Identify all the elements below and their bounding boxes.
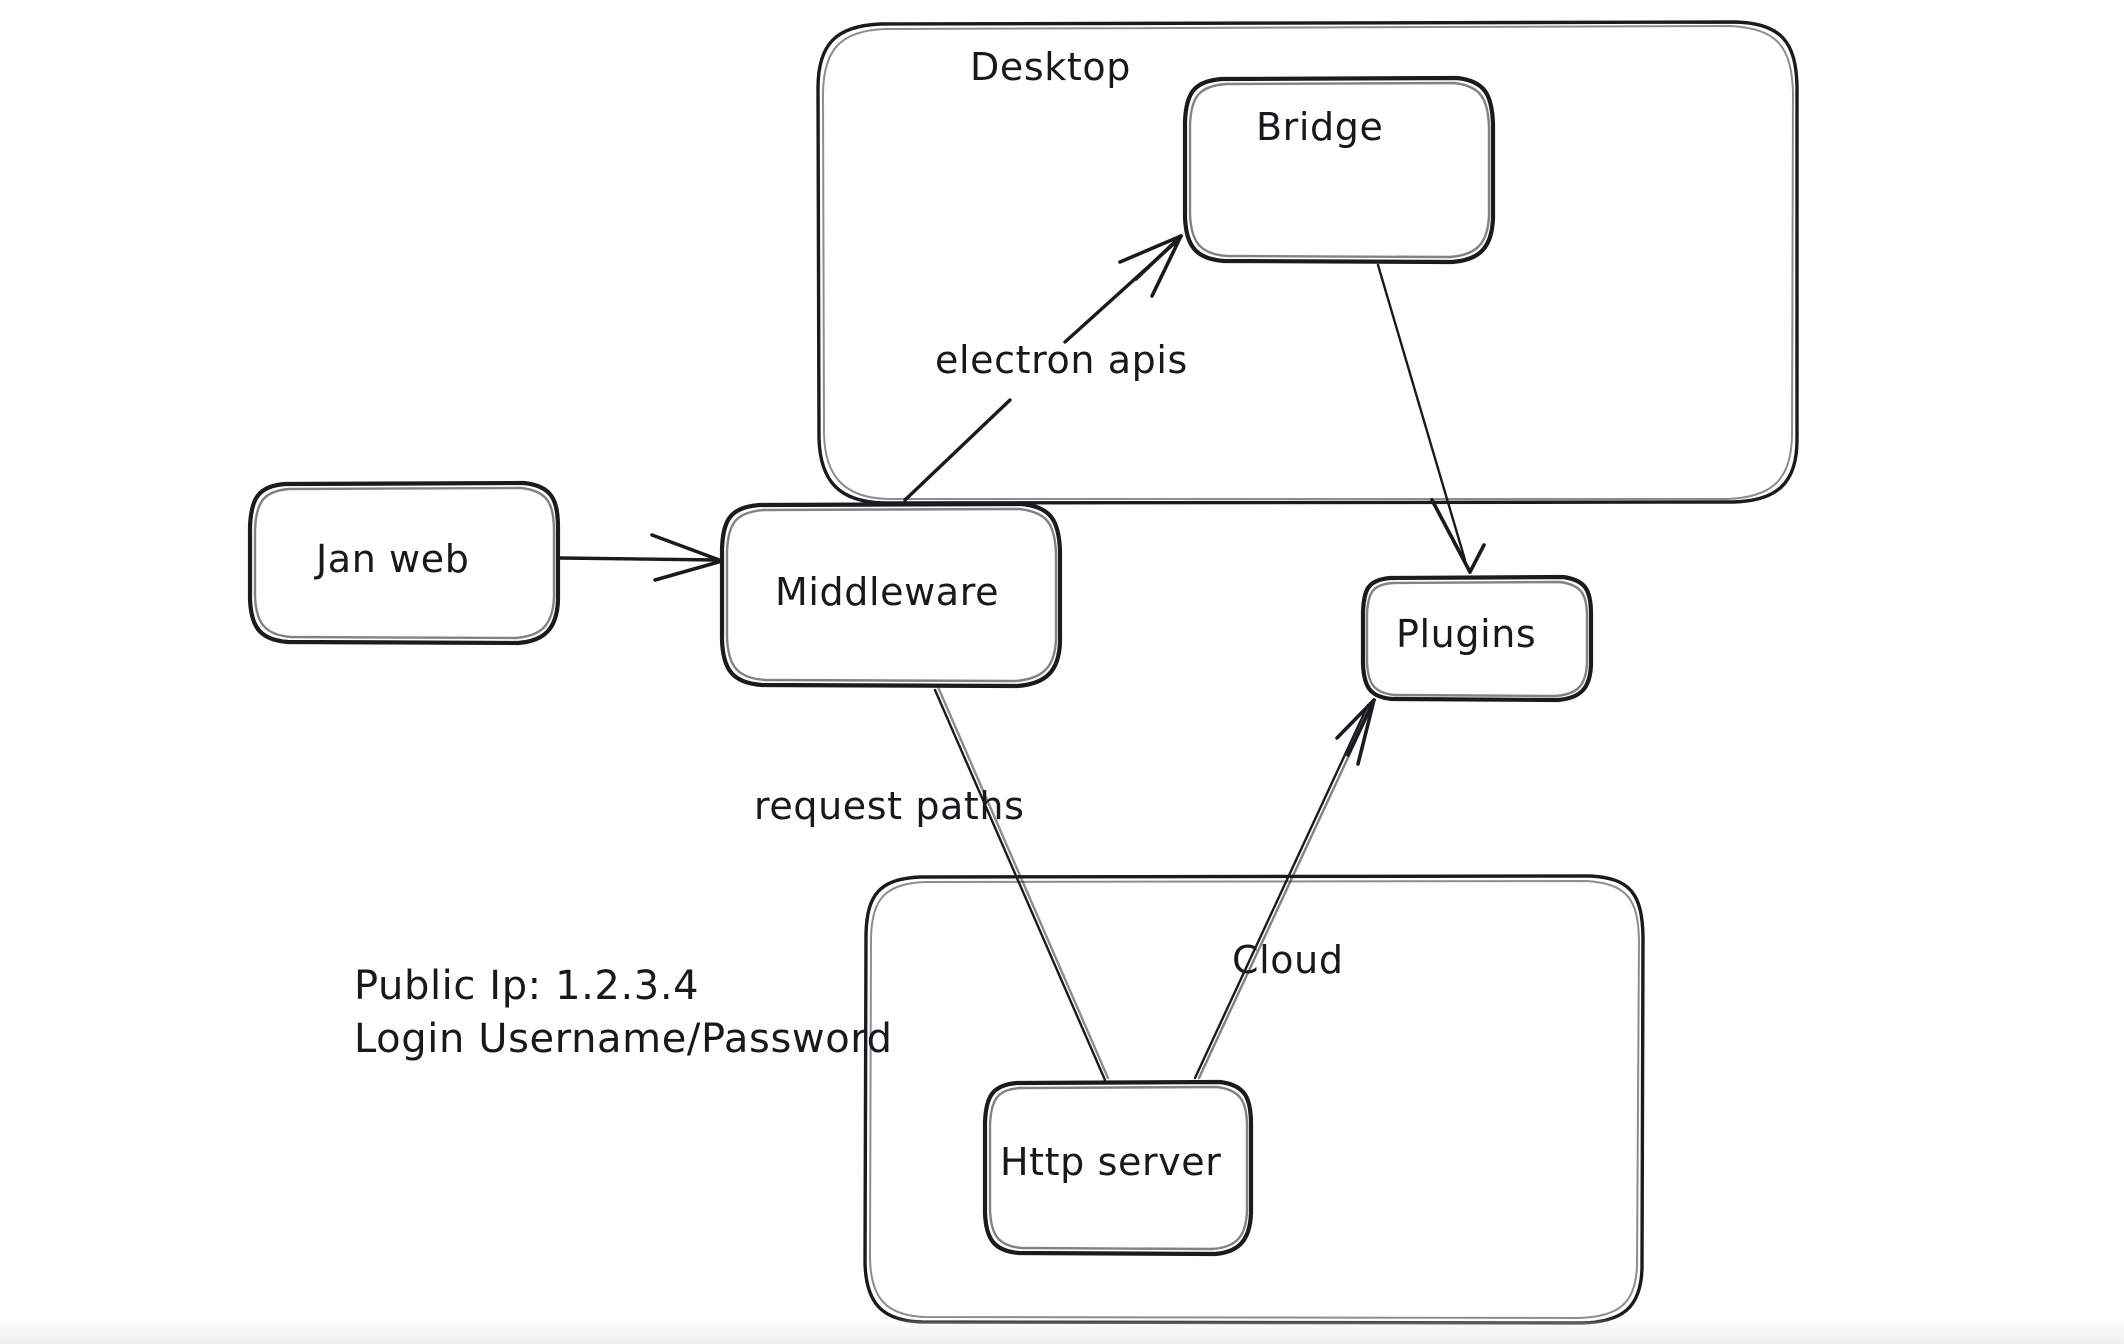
node-jan-web[interactable] <box>247 480 561 646</box>
edge-middleware-to-bridge <box>903 234 1183 502</box>
public-ip-note: Public Ip: 1.2.3.4 Login Username/Passwo… <box>354 962 893 1062</box>
edge-http-to-plugins <box>1193 698 1376 1080</box>
node-label-plugins: Plugins <box>1396 612 1537 656</box>
node-bridge[interactable] <box>1182 75 1496 265</box>
edge-label-request-paths: request paths <box>754 784 1025 828</box>
node-label-bridge: Bridge <box>1256 105 1384 149</box>
edge-bridge-to-plugins <box>1376 263 1486 574</box>
node-label-middleware: Middleware <box>775 570 1000 614</box>
edge-label-electron-apis: electron apis <box>935 338 1188 382</box>
note-line-login: Login Username/Password <box>354 1015 893 1062</box>
edge-janweb-to-middleware <box>558 533 724 582</box>
node-middleware[interactable] <box>719 501 1063 689</box>
note-line-public-ip: Public Ip: 1.2.3.4 <box>354 963 700 1009</box>
node-http-server[interactable] <box>982 1079 1254 1257</box>
node-plugins[interactable] <box>1360 574 1594 703</box>
container-label-desktop: Desktop <box>970 45 1131 89</box>
node-label-jan-web: Jan web <box>316 537 470 581</box>
edge-label-cloud: Cloud <box>1232 938 1344 982</box>
container-desktop[interactable] <box>816 20 1799 505</box>
node-label-http-server: Http server <box>1000 1140 1222 1184</box>
edge-middleware-to-http <box>933 685 1110 1082</box>
